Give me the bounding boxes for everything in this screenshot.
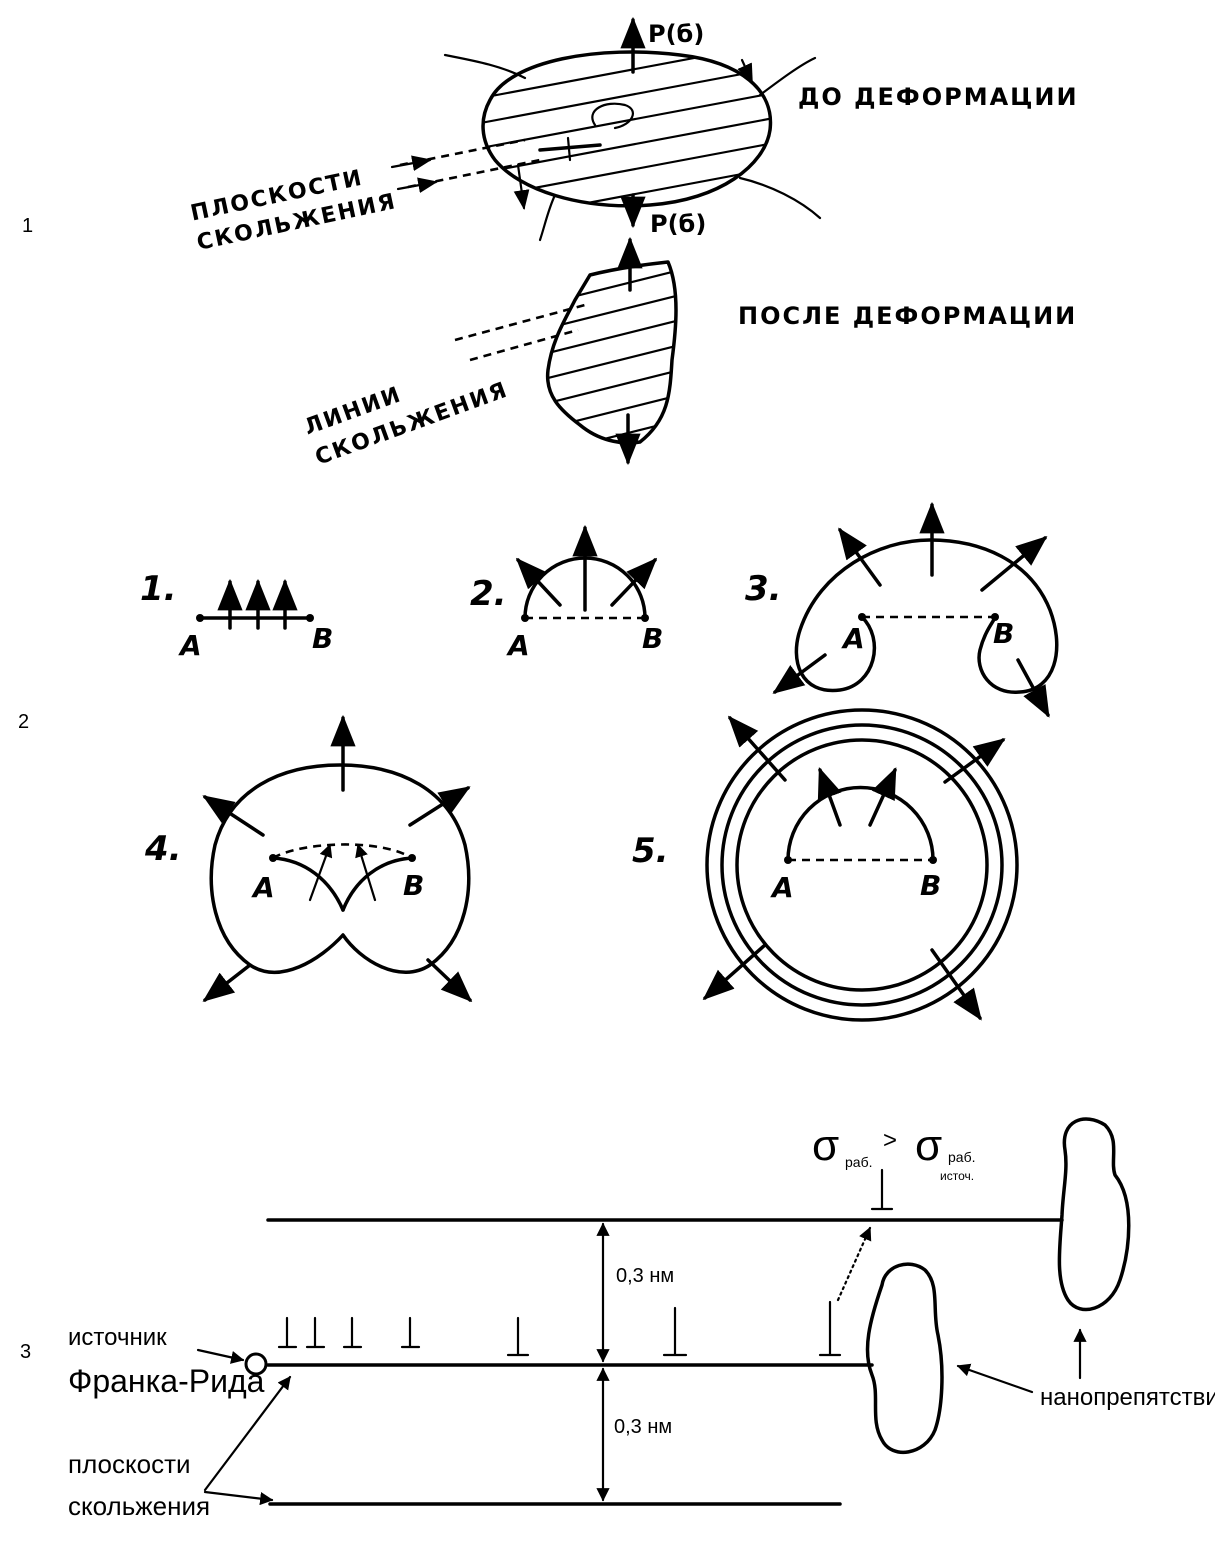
dislocation-5 <box>506 1316 530 1357</box>
slip-planes-label-bottom-2: скольжения <box>68 1491 210 1521</box>
dislocation-loop <box>591 102 634 130</box>
svg-text:1.: 1. <box>140 569 177 609</box>
dislocation-2 <box>305 1316 326 1349</box>
dislocation-6 <box>662 1306 688 1357</box>
source-label-2: Франка-Рида <box>68 1363 265 1399</box>
dislocation-pileup <box>277 1168 894 1357</box>
svg-text:5.: 5. <box>632 831 669 871</box>
nano-obstacle-top <box>1057 1117 1131 1312</box>
svg-text:B: B <box>403 869 424 902</box>
stress-relation: σ раб. > σ раб. источ. <box>812 1121 975 1183</box>
stage-3: 3. A B <box>745 501 1059 718</box>
svg-text:A: A <box>841 622 865 655</box>
svg-text:4.: 4. <box>144 829 182 869</box>
svg-text:A: A <box>251 871 275 904</box>
shear-arrow-left <box>513 163 530 210</box>
dislocation-3 <box>342 1316 363 1349</box>
slip-line-pointer-1 <box>454 303 586 342</box>
svg-text:3.: 3. <box>745 569 782 609</box>
nano-obstacle-bottom <box>865 1262 944 1455</box>
grain-after <box>545 260 678 445</box>
stage-5: 5. A B <box>632 708 1019 1022</box>
point-a: A <box>178 629 202 662</box>
load-label-top: P(б) <box>648 20 704 48</box>
slip-lines-label: ЛИНИИ СКОЛЬЖЕНИЯ <box>301 377 512 470</box>
spacing-label-bottom: 0,3 нм <box>614 1416 672 1438</box>
svg-text:A: A <box>770 871 794 904</box>
stage-1: 1. A B <box>140 569 333 662</box>
svg-text:раб.: раб. <box>845 1154 872 1170</box>
svg-text:2.: 2. <box>470 574 507 614</box>
cross-slip-pointer <box>836 1226 872 1302</box>
spacing-label-top: 0,3 нм <box>616 1265 674 1287</box>
slip-planes-label-bottom-1: плоскости <box>68 1449 191 1479</box>
load-label-bottom: P(б) <box>650 210 706 238</box>
shear-arrow-right <box>737 58 754 84</box>
slip-line-pointer-2 <box>469 328 579 362</box>
obstacle-label: нанопрепятствие <box>1040 1384 1215 1411</box>
svg-text:σ: σ <box>915 1121 942 1170</box>
svg-text:σ: σ <box>812 1121 839 1170</box>
dislocation-4 <box>400 1316 421 1349</box>
panel-1: 1 P(б) P( <box>22 16 1079 471</box>
after-deformation-label: ПОСЛЕ ДЕФОРМАЦИИ <box>738 302 1077 330</box>
panel-3: 3 0,3 нм 0,3 нм σ раб. > σ раб. <box>20 1117 1215 1521</box>
before-deformation-label: ДО ДЕФОРМАЦИИ <box>798 83 1079 111</box>
svg-text:раб.: раб. <box>948 1149 975 1165</box>
svg-text:>: > <box>883 1127 897 1154</box>
source-label-1: источник <box>68 1324 167 1351</box>
dislocation-top <box>870 1168 894 1211</box>
panel-number-3: 3 <box>20 1341 31 1363</box>
svg-text:B: B <box>642 622 663 655</box>
slip-plane-pointer-2 <box>407 158 541 189</box>
stage-4: 4. A B <box>144 714 473 1003</box>
slip-planes-label: ПЛОСКОСТИ СКОЛЬЖЕНИЯ <box>188 166 399 256</box>
svg-text:B: B <box>993 617 1014 650</box>
grain-hatching <box>483 52 771 206</box>
svg-text:A: A <box>506 629 530 662</box>
stage-2: 2. A B <box>470 524 663 662</box>
frank-read-source <box>244 1352 268 1376</box>
panel-number-2: 2 <box>18 711 29 733</box>
point-b: B <box>312 622 333 655</box>
svg-text:B: B <box>920 869 941 902</box>
panel-number-1: 1 <box>22 215 33 237</box>
dislocation-7 <box>818 1300 842 1357</box>
dislocation-1 <box>277 1316 298 1349</box>
panel-2: 2 1. A B 2. A B 3. <box>18 501 1059 1022</box>
svg-text:источ.: источ. <box>940 1169 974 1183</box>
